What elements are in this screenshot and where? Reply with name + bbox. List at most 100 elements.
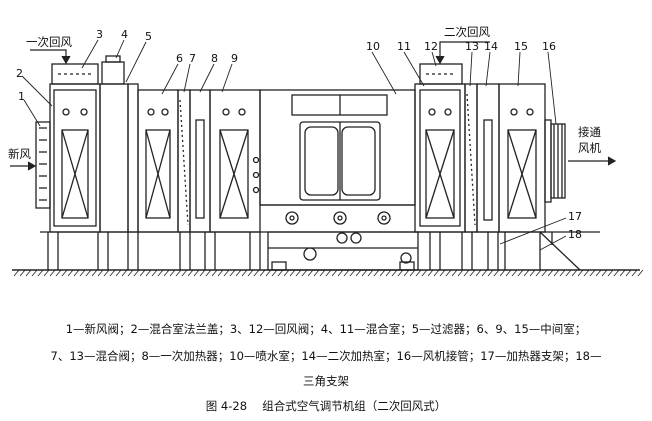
- ground-hatch-line: [379, 269, 386, 277]
- ground-hatch-line: [547, 269, 554, 277]
- callout-5: 5: [145, 30, 152, 43]
- mixing-chamber-1: [49, 63, 101, 233]
- ground-hatch-line: [517, 269, 524, 277]
- ground-hatch-line: [133, 269, 140, 277]
- ground-hatch-line: [583, 269, 590, 277]
- fresh-air-damper: [35, 121, 51, 209]
- callout-16: 16: [542, 40, 556, 53]
- secondary-return-air-label: 二次回风: [444, 25, 490, 39]
- ground-hatch-line: [205, 269, 212, 277]
- ground-hatch-line: [541, 269, 548, 277]
- ground-hatch-line: [19, 269, 26, 277]
- callout-4: 4: [121, 28, 128, 41]
- ground-hatch-line: [391, 269, 398, 277]
- ground-hatch-line: [25, 269, 32, 277]
- ground-hatch-line: [73, 269, 80, 277]
- fan-connector: [544, 119, 566, 203]
- ground-hatch-line: [403, 269, 410, 277]
- callout-13: 13: [465, 40, 479, 53]
- ground-hatch-line: [529, 269, 536, 277]
- ground-hatch-line: [607, 269, 614, 277]
- ground-hatch-line: [415, 269, 422, 277]
- ground-hatch-line: [637, 269, 644, 277]
- callout-12: 12: [424, 40, 438, 53]
- ground-hatch-line: [55, 269, 62, 277]
- air-handling-unit-diagram: 1 2 3 4 5 6 7 8 9 10 11 12 13 14 15 16 1…: [8, 25, 644, 277]
- ground-hatch-line: [337, 269, 344, 277]
- ground-hatch-line: [355, 269, 362, 277]
- ground-hatch-line: [295, 269, 302, 277]
- to-fan-label-2: 风机: [578, 141, 601, 155]
- ground-hatch-line: [127, 269, 134, 277]
- ground-hatch-line: [553, 269, 560, 277]
- ground-hatch-line: [259, 269, 266, 277]
- callout-11: 11: [397, 40, 411, 53]
- primary-heater: [189, 89, 211, 233]
- intermediate-chamber-9: [209, 89, 261, 233]
- ground-hatch-line: [139, 269, 146, 277]
- filter-section: [127, 83, 139, 233]
- ground-hatch-line: [49, 269, 56, 277]
- primary-return-air-label: 一次回风: [26, 35, 72, 49]
- callout-9: 9: [231, 52, 238, 65]
- ground-hatch-line: [283, 269, 290, 277]
- callout-6: 6: [176, 52, 183, 65]
- ground-hatch-line: [367, 269, 374, 277]
- ground-hatch-line: [67, 269, 74, 277]
- ground-hatch-line: [397, 269, 404, 277]
- ground-hatch-line: [409, 269, 416, 277]
- callout-10: 10: [366, 40, 380, 53]
- legend-line-1: 1—新风阀；2—混合室法兰盖；3、12—回风阀；4、11—混合室；5—过滤器；6…: [65, 322, 587, 336]
- ground-hatch-line: [445, 269, 452, 277]
- legend-line-3: 三角支架: [303, 374, 349, 388]
- callout-2: 2: [16, 67, 23, 80]
- secondary-heating-chamber: [476, 83, 500, 233]
- ground-hatch-line: [145, 269, 152, 277]
- ground-hatch-line: [265, 269, 272, 277]
- ground-hatch-line: [589, 269, 596, 277]
- ground-hatch-line: [193, 269, 200, 277]
- ground-hatch-line: [625, 269, 632, 277]
- callout-8: 8: [211, 52, 218, 65]
- callout-14: 14: [484, 40, 498, 53]
- ground-hatch-line: [175, 269, 182, 277]
- ground-hatch-line: [121, 269, 128, 277]
- ground-hatch-line: [97, 269, 104, 277]
- ground-hatch-line: [421, 269, 428, 277]
- ground-hatch-line: [31, 269, 38, 277]
- callout-18: 18: [568, 228, 582, 241]
- ground-hatch-line: [37, 269, 44, 277]
- ground-hatch-line: [523, 269, 530, 277]
- flow-labels: 一次回风 二次回风 新风 接通 风机: [8, 25, 601, 161]
- ground-hatch-line: [505, 269, 512, 277]
- callout-leaders: [21, 39, 567, 251]
- ground-hatch-line: [451, 269, 458, 277]
- mixing-box: [99, 55, 129, 233]
- ground-hatch-line: [85, 269, 92, 277]
- ground-hatch-line: [79, 269, 86, 277]
- ground-hatch-line: [601, 269, 608, 277]
- ground-hatch-line: [475, 269, 482, 277]
- ground-hatch-line: [463, 269, 470, 277]
- ground-hatch-line: [481, 269, 488, 277]
- ground-hatch-line: [577, 269, 584, 277]
- ground-hatch-line: [13, 269, 20, 277]
- callout-15: 15: [514, 40, 528, 53]
- ground-hatch-line: [559, 269, 566, 277]
- ground-hatch-line: [487, 269, 494, 277]
- ground-hatch-line: [151, 269, 158, 277]
- ground-hatch-line: [181, 269, 188, 277]
- ground-hatch-line: [235, 269, 242, 277]
- intermediate-chamber-6: [137, 89, 179, 233]
- ground-hatch-line: [229, 269, 236, 277]
- ground-hatch-line: [247, 269, 254, 277]
- mixing-valve-13: [464, 83, 478, 233]
- ground-hatch-line: [373, 269, 380, 277]
- ground-hatch-line: [115, 269, 122, 277]
- to-fan-label-1: 接通: [578, 125, 601, 139]
- ground-hatch-line: [277, 269, 284, 277]
- ground-hatch-line: [241, 269, 248, 277]
- ground-hatch-line: [511, 269, 518, 277]
- ground-hatch-line: [217, 269, 224, 277]
- ground-hatch-line: [223, 269, 230, 277]
